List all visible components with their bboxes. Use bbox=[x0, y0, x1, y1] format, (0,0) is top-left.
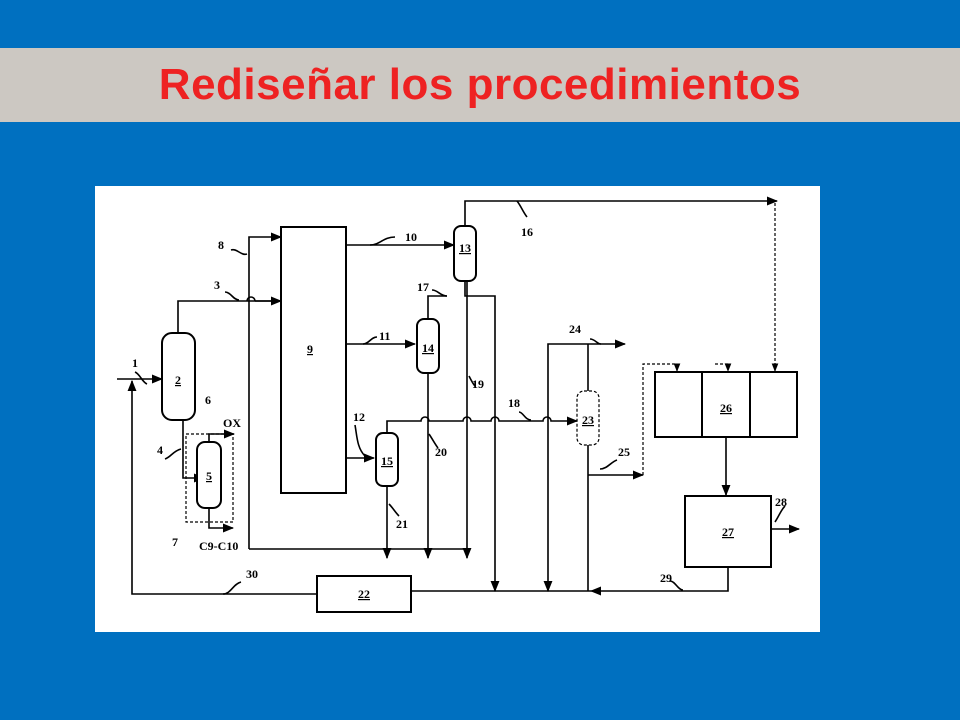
slide-title: Rediseñar los procedimientos bbox=[158, 60, 802, 109]
unit-9-column bbox=[280, 226, 347, 494]
stream-7-label: 7 bbox=[172, 535, 178, 549]
process-flow-diagram: 2 1 3 8 4 5 6 OX 7 C9-C10 9 10 11 12 13 bbox=[117, 196, 801, 613]
unit-5-label: 5 bbox=[206, 469, 212, 483]
stream-30-leader bbox=[222, 581, 242, 595]
process-diagram-panel: 2 1 3 8 4 5 6 OX 7 C9-C10 9 10 11 12 13 bbox=[95, 186, 820, 632]
stream-4-label: 4 bbox=[157, 443, 163, 457]
stream-3-line bbox=[177, 300, 273, 333]
stream-12-leader bbox=[354, 424, 366, 457]
stream-18-line bbox=[386, 416, 579, 433]
unit-14-label: 14 bbox=[422, 341, 434, 355]
stream-28-label: 28 bbox=[775, 495, 787, 509]
stream-30-line bbox=[127, 379, 317, 595]
stream-24-line bbox=[547, 339, 627, 591]
stream-8-leader bbox=[230, 248, 248, 256]
stream-3-label: 3 bbox=[214, 278, 220, 292]
unit-14-overhead bbox=[427, 295, 447, 319]
stream-10-leader bbox=[369, 236, 396, 246]
stream-12-label: 12 bbox=[353, 410, 365, 424]
feed-to-26 bbox=[715, 363, 732, 372]
stream-11-leader bbox=[362, 336, 378, 345]
stream-7-line bbox=[208, 508, 235, 533]
stream-6-label: 6 bbox=[205, 393, 211, 407]
stream-16-line bbox=[464, 196, 779, 226]
unit-15-label: 15 bbox=[381, 454, 393, 468]
stream-29-line bbox=[589, 567, 729, 596]
stream-21-label: 21 bbox=[396, 517, 408, 531]
stream-1-label: 1 bbox=[132, 356, 138, 370]
stream-3-hop bbox=[246, 296, 256, 302]
stream-16-label: 16 bbox=[521, 225, 533, 239]
stream-25-dashed-feed bbox=[642, 363, 681, 475]
stream-25-leader bbox=[599, 459, 618, 470]
stream-24-label: 24 bbox=[569, 322, 581, 336]
stream-24-leader bbox=[589, 338, 602, 345]
stream-25-label: 25 bbox=[618, 445, 630, 459]
stream-8-label: 8 bbox=[218, 238, 224, 252]
stream-8-line bbox=[248, 232, 283, 549]
stream-4-leader bbox=[164, 448, 182, 460]
unit-26-block bbox=[654, 371, 798, 438]
unit-5-enclosure bbox=[185, 433, 234, 523]
unit-26-label: 26 bbox=[720, 401, 732, 415]
stream-10-label: 10 bbox=[405, 230, 417, 244]
stream-1-leader bbox=[134, 371, 148, 385]
stream-6-line bbox=[208, 429, 236, 442]
unit-13-label: 13 bbox=[459, 241, 471, 255]
product-c9c10-label: C9-C10 bbox=[199, 539, 238, 553]
unit-9-label: 9 bbox=[307, 342, 313, 356]
unit-2-label: 2 bbox=[175, 373, 181, 387]
unit-22-block bbox=[316, 575, 412, 613]
stream-20-leader bbox=[428, 433, 439, 449]
stream-18-label: 18 bbox=[508, 396, 520, 410]
stream-18-leader bbox=[518, 411, 532, 421]
stream-17-label: 17 bbox=[417, 280, 429, 294]
stream-11-label: 11 bbox=[379, 329, 390, 343]
stream-17-leader bbox=[431, 289, 448, 297]
stream-16-leader bbox=[516, 200, 528, 218]
unit-23-label: 23 bbox=[582, 413, 594, 427]
stream-29-label: 29 bbox=[660, 571, 672, 585]
stream-29-leader bbox=[669, 580, 684, 591]
stream-17-line bbox=[464, 281, 496, 591]
stream-19-label: 19 bbox=[472, 377, 484, 391]
stream-28-leader bbox=[774, 505, 786, 523]
stream-3-leader bbox=[224, 291, 240, 301]
stream-19-leader bbox=[468, 375, 476, 387]
stream-30-label: 30 bbox=[246, 567, 258, 581]
stream-20-label: 20 bbox=[435, 445, 447, 459]
unit-22-label: 22 bbox=[358, 587, 370, 601]
product-ox-label: OX bbox=[223, 416, 241, 430]
unit-27-label: 27 bbox=[722, 525, 734, 539]
title-bar: Rediseñar los procedimientos bbox=[0, 48, 960, 122]
stream-21-leader bbox=[388, 503, 400, 517]
